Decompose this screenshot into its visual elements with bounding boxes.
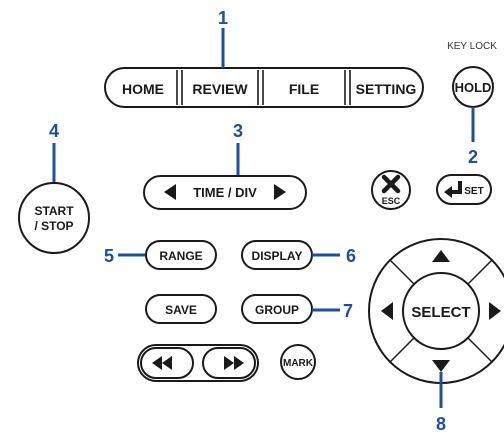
key-lock-label: KEY LOCK: [447, 41, 497, 52]
start-stop-label-line2: / STOP: [34, 219, 73, 233]
setting-button[interactable]: SETTING: [356, 81, 417, 97]
rewind-icon-second: [162, 356, 172, 370]
select-button[interactable]: [402, 272, 480, 350]
display-label: DISPLAY: [252, 249, 303, 263]
callout-7-number: 7: [343, 301, 353, 321]
esc-button[interactable]: [371, 170, 411, 210]
fast-forward-icon-second: [224, 356, 234, 370]
dpad-right-arrow-icon[interactable]: [489, 302, 501, 320]
dpad-up-arrow-icon[interactable]: [432, 250, 450, 262]
select-dpad: SELECT: [368, 238, 504, 384]
hold-button-label: HOLD: [455, 80, 492, 95]
top-menu-frame: [104, 67, 424, 108]
time-div-right-arrow-icon[interactable]: [274, 184, 286, 200]
callout-5-number: 5: [104, 246, 114, 266]
esc-label: ESC: [382, 196, 401, 206]
home-button[interactable]: HOME: [122, 81, 164, 97]
callout-1-number: 1: [218, 8, 228, 28]
mark-label: MARK: [283, 358, 314, 369]
range-label: RANGE: [159, 249, 202, 263]
mark-button[interactable]: [280, 344, 316, 380]
callout-2-number: 2: [468, 147, 478, 167]
callout-8-number: 8: [436, 414, 446, 434]
callout-6-number: 6: [346, 246, 356, 266]
dpad-separators: [389, 259, 493, 363]
save-button[interactable]: [145, 294, 217, 324]
enter-arrow-icon: [449, 181, 462, 194]
menu-dividers: [176, 70, 351, 105]
file-button[interactable]: FILE: [289, 81, 319, 97]
fast-forward-icon: [234, 356, 244, 370]
top-menu-bar: HOME REVIEW FILE SETTING: [104, 67, 424, 108]
dpad-left-arrow-icon[interactable]: [381, 302, 393, 320]
save-label: SAVE: [165, 303, 197, 317]
esc-cross-icon: [381, 174, 401, 194]
select-label: SELECT: [411, 304, 470, 321]
review-button[interactable]: REVIEW: [192, 81, 248, 97]
start-stop-label-line1: START: [34, 204, 74, 218]
playback-group: [137, 344, 259, 382]
start-stop-button[interactable]: [18, 182, 90, 254]
rewind-icon: [152, 356, 162, 370]
set-label: SET: [464, 186, 483, 197]
dpad-down-arrow-icon[interactable]: [432, 360, 450, 372]
callout-4-number: 4: [49, 121, 59, 141]
time-div-left-arrow-icon[interactable]: [164, 184, 176, 200]
callout-3-number: 3: [233, 121, 243, 141]
range-button[interactable]: [145, 240, 217, 270]
time-div-button[interactable]: [143, 175, 307, 210]
time-div-label: TIME / DIV: [193, 185, 257, 200]
group-label: GROUP: [255, 303, 299, 317]
enter-arrow-head-icon: [444, 186, 452, 198]
